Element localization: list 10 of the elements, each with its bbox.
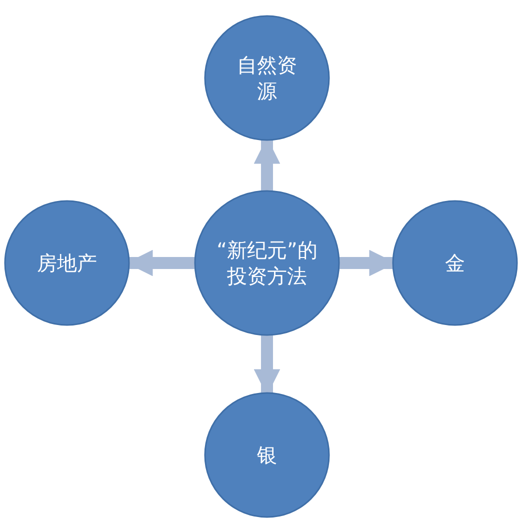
node-label: 房地产 (36, 250, 98, 276)
circle-node (4, 200, 130, 326)
node-label: “新纪元”的投资方法 (216, 237, 318, 289)
node-label: 银 (256, 442, 278, 468)
circle-node (204, 392, 330, 518)
node-label: 自然资源 (236, 52, 298, 104)
circle-node (204, 15, 330, 141)
node-label: 金 (444, 250, 466, 276)
circle-node (392, 200, 518, 326)
circle-node (194, 190, 340, 336)
